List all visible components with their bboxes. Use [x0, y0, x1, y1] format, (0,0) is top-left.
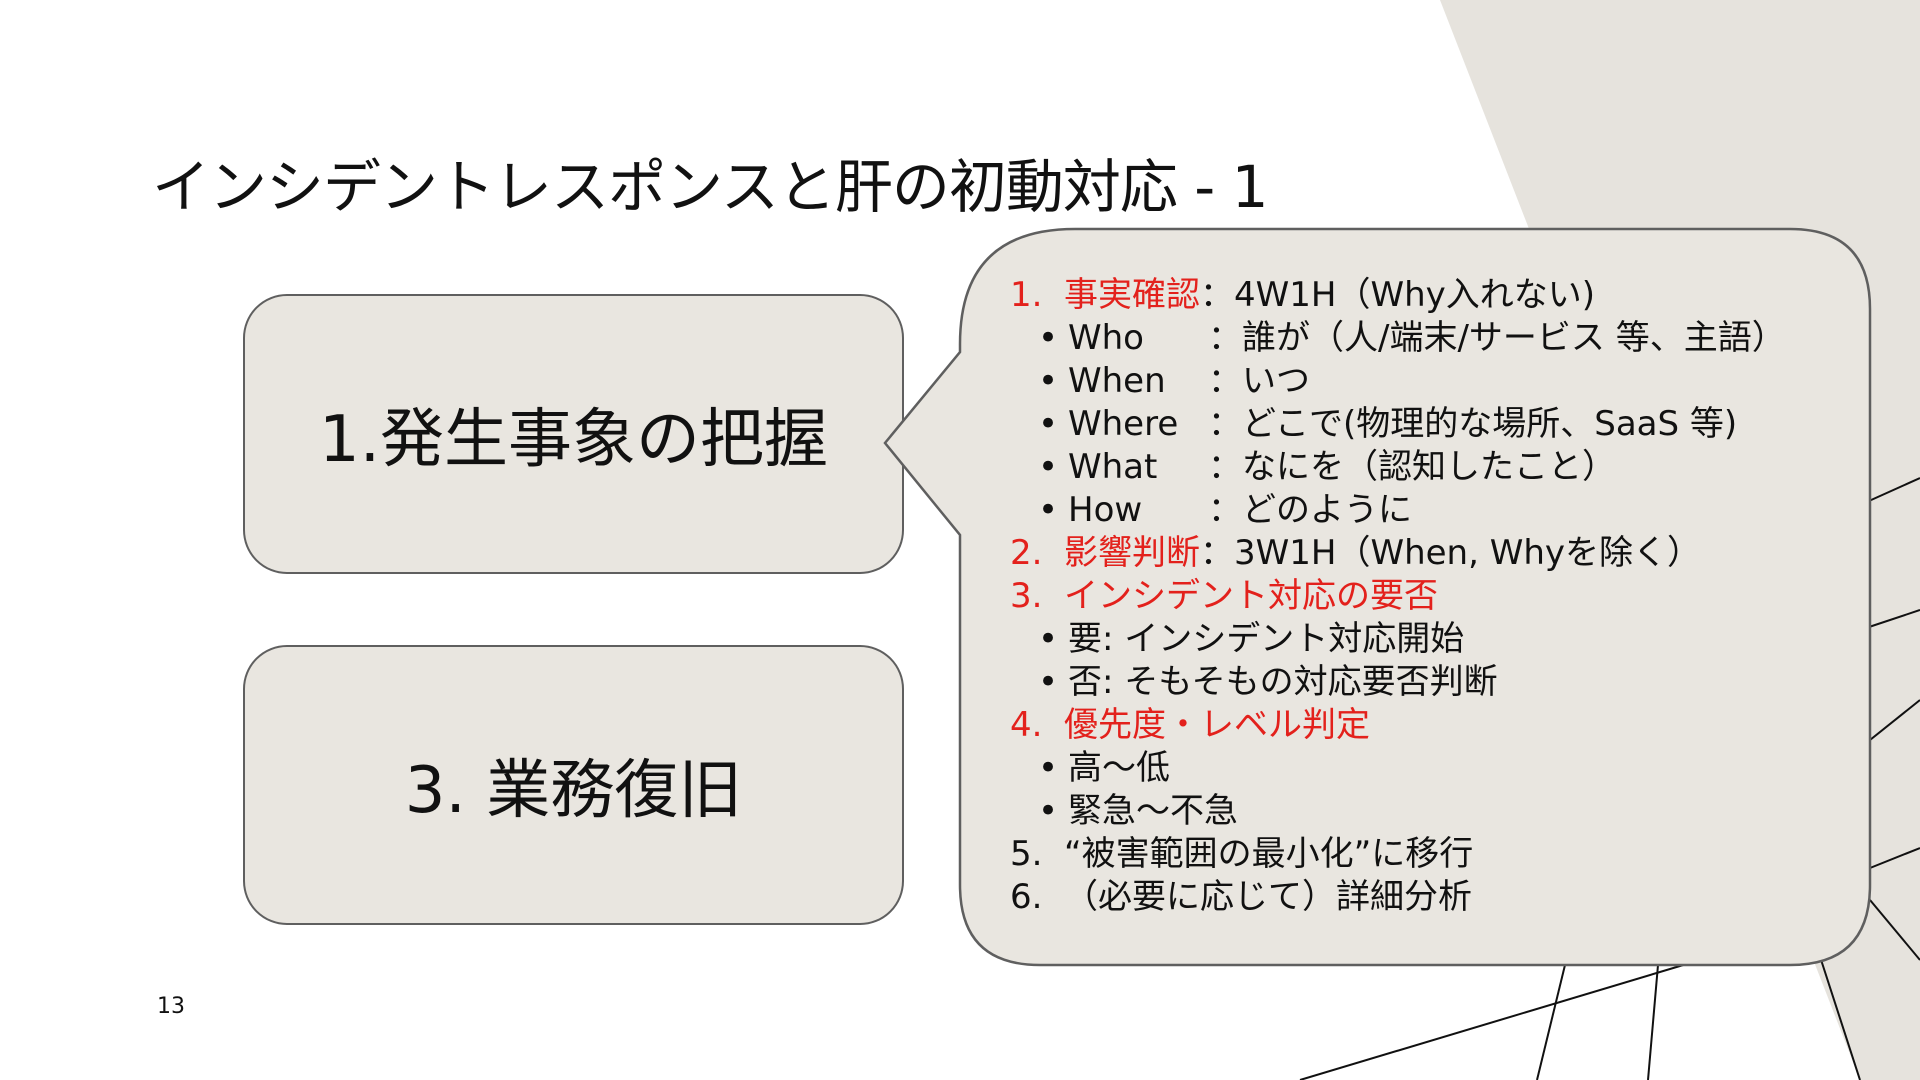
how-key: How: [1068, 490, 1143, 530]
item-6-text: （必要に応じて）詳細分析: [1064, 877, 1472, 917]
item-2-detail: ：3W1H（When, Whyを除く）: [1200, 533, 1701, 573]
callout-item-1: 1. 事実確認 ：4W1H（Why入れない): [1010, 274, 1870, 317]
step-box-3-label: 3. 業務復旧: [404, 754, 743, 828]
item-4-number: 4.: [1010, 705, 1043, 745]
item-5-text: “被害範囲の最小化”に移行: [1064, 834, 1474, 874]
callout-item-3: 3. インシデント対応の要否: [1010, 575, 1870, 618]
bullet-icon: •: [1038, 619, 1059, 659]
item-1-number: 1.: [1010, 275, 1043, 315]
sub-3a-text: 要: インシデント対応開始: [1068, 619, 1465, 659]
step-box-1: 1.発生事象の把握: [243, 294, 904, 574]
callout-sub-when: • When ：いつ: [1010, 360, 1870, 403]
callout-item-5: 5. “被害範囲の最小化”に移行: [1010, 833, 1870, 876]
item-5-number: 5.: [1010, 834, 1043, 874]
who-key: Who: [1068, 318, 1144, 358]
sub-3b-text: 否: そもそもの対応要否判断: [1068, 662, 1498, 702]
who-value: ：誰が（人/端末/サービス 等、主語）: [1208, 318, 1786, 358]
bullet-icon: •: [1038, 447, 1059, 487]
callout-sub-4b: • 緊急～不急: [1010, 790, 1870, 833]
callout-sub-where: • Where ：どこで(物理的な場所、SaaS 等): [1010, 403, 1870, 446]
sub-4b-text: 緊急～不急: [1068, 791, 1238, 831]
when-value: ：いつ: [1208, 361, 1310, 401]
callout-sub-3b: • 否: そもそもの対応要否判断: [1010, 661, 1870, 704]
callout-item-4: 4. 優先度・レベル判定: [1010, 704, 1870, 747]
callout-item-2: 2. 影響判断 ：3W1H（When, Whyを除く）: [1010, 532, 1870, 575]
how-value: ：どのように: [1208, 490, 1412, 530]
item-3-number: 3.: [1010, 576, 1043, 616]
callout-sub-how: • How ：どのように: [1010, 489, 1870, 532]
callout-sub-who: • Who ：誰が（人/端末/サービス 等、主語）: [1010, 317, 1870, 360]
step-box-1-label: 1.発生事象の把握: [318, 403, 829, 477]
bullet-icon: •: [1038, 662, 1059, 702]
what-value: ：なにを（認知したこと）: [1208, 447, 1616, 487]
slide-title: インシデントレスポンスと肝の初動対応 - 1: [152, 153, 1269, 221]
callout-sub-4a: • 高～低: [1010, 747, 1870, 790]
item-3-label: インシデント対応の要否: [1064, 576, 1438, 616]
item-2-label: 影響判断: [1064, 533, 1200, 573]
bullet-icon: •: [1038, 748, 1059, 788]
where-key: Where: [1068, 404, 1179, 444]
callout-sub-3a: • 要: インシデント対応開始: [1010, 618, 1870, 661]
bullet-icon: •: [1038, 490, 1059, 530]
step-box-3: 3. 業務復旧: [243, 645, 904, 925]
callout-item-6: 6. （必要に応じて）詳細分析: [1010, 876, 1870, 919]
bullet-icon: •: [1038, 791, 1059, 831]
item-1-label: 事実確認: [1064, 275, 1200, 315]
callout-content: 1. 事実確認 ：4W1H（Why入れない) • Who ：誰が（人/端末/サー…: [1010, 274, 1870, 919]
item-6-number: 6.: [1010, 877, 1043, 917]
bullet-icon: •: [1038, 361, 1059, 401]
bullet-icon: •: [1038, 318, 1059, 358]
where-value: ：どこで(物理的な場所、SaaS 等): [1208, 404, 1738, 444]
what-key: What: [1068, 447, 1158, 487]
bullet-icon: •: [1038, 404, 1059, 444]
item-1-detail: ：4W1H（Why入れない): [1200, 275, 1596, 315]
item-2-number: 2.: [1010, 533, 1043, 573]
callout-sub-what: • What ：なにを（認知したこと）: [1010, 446, 1870, 489]
sub-4a-text: 高～低: [1068, 748, 1170, 788]
when-key: When: [1068, 361, 1166, 401]
item-4-label: 優先度・レベル判定: [1064, 705, 1370, 745]
page-number: 13: [157, 994, 185, 1019]
